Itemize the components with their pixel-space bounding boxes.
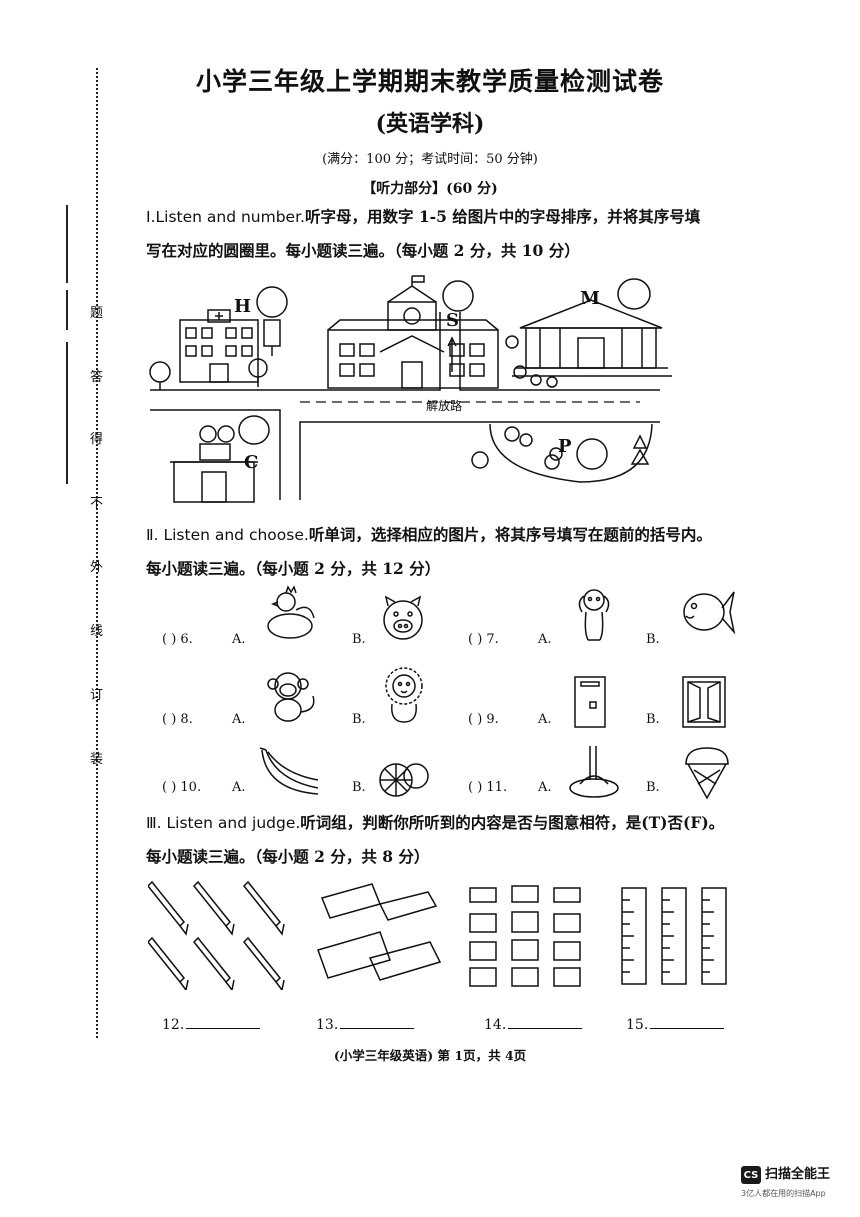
answer-blank[interactable]: 13. [316,1016,415,1033]
part2-text1: 听单词，选择相应的图片，将其序号填写在题前的括号内。 [308,525,712,544]
orange-icon [379,763,429,797]
binding-solid-line [66,205,68,283]
monkey-icon [267,672,315,722]
answer-circle[interactable] [576,438,608,470]
question-number: ( ) 7. [468,632,499,647]
door-icon [574,676,606,728]
arrow-up-icon [447,336,457,372]
map-letter: P [558,436,572,457]
part3-text2: 每小题读三遍。（每小题 2 分，共 8 分） [146,847,430,866]
pig-icon [383,595,423,640]
binding-solid-line [66,290,68,330]
town-map: H S M C P 解放路 [149,275,672,503]
fish-icon [683,591,736,635]
question-number: 15. [626,1017,649,1033]
pencil-boxes-icon [317,883,442,981]
option-a-label: A. [232,632,246,647]
binding-dotted-line [96,68,104,1038]
answer-circle[interactable] [442,280,474,312]
question-number: 14. [484,1017,507,1033]
question-number: ( ) 6. [162,632,193,647]
map-letter: H [234,296,251,317]
map-letter: M [580,288,600,309]
part2-instructions: Ⅱ. Listen and choose.听单词，选择相应的图片，将其序号填写在… [146,518,786,586]
option-b-label: B. [646,632,660,647]
exam-info: (满分：100 分；考试时间：50 分钟) [322,152,538,167]
answer-blank[interactable]: 14. [484,1016,583,1033]
binding-char: 外 [90,560,104,575]
map-letter: C [244,452,258,473]
option-b-label: B. [352,632,366,647]
scanner-watermark: CS 扫描全能王 3亿人都在用的扫描App [741,1166,831,1198]
option-b-label: B. [646,712,660,727]
binding-char: 不 [90,496,104,511]
question-number: 13. [316,1017,339,1033]
map-letter: S [446,310,459,331]
banana-icon [259,747,319,795]
road-name: 解放路 [426,398,462,413]
cs-logo-icon: CS [741,1166,761,1184]
noodles-icon [569,746,619,798]
part1-text1: 听字母，用数字 1-5 给图片中的字母排序，并将其序号填 [304,207,701,226]
binding-char: 题 [90,306,104,321]
hospital-icon [149,309,268,390]
option-b-label: B. [646,780,660,795]
answer-blank[interactable]: 15. [626,1016,725,1033]
part3-instructions: Ⅲ. Listen and judge.听词组，判断你所听到的内容是否与图意相符… [146,806,786,874]
option-b-label: B. [352,780,366,795]
question-number: ( ) 11. [468,780,508,795]
part1-label: Ⅰ.Listen and number. [146,208,305,226]
part2-text2: 每小题读三遍。（每小题 2 分，共 12 分） [146,559,441,578]
lion-icon [385,667,423,723]
rulers-icon [621,887,727,985]
question-number: ( ) 8. [162,712,193,727]
chicken-icon [267,585,315,639]
option-a-label: A. [232,712,246,727]
section-heading: 【听力部分】(60 分) [362,181,498,197]
window-icon [682,676,726,728]
answer-circle[interactable] [238,415,270,445]
page-footer: (小学三年级英语) 第 1页，共 4页 [333,1048,527,1063]
binding-solid-line [66,342,68,484]
answer-circle[interactable] [617,278,651,310]
option-a-label: A. [232,780,246,795]
answer-circle[interactable] [256,286,288,318]
binding-char: 订 [90,688,104,703]
page-title: 小学三年级上学期期末教学质量检测试卷 [195,67,664,96]
museum-icon [505,299,672,388]
option-a-label: A. [538,632,552,647]
part3-label: Ⅲ. Listen and judge. [146,814,301,832]
school-icon [327,275,499,389]
binding-char: 得 [90,432,104,447]
question-number: ( ) 10. [162,780,202,795]
binding-char: 装 [90,752,104,767]
watermark-tagline: 3亿人都在用的扫描App [741,1189,826,1198]
binding-char: 答 [90,370,104,385]
part2-label: Ⅱ. Listen and choose. [146,526,309,544]
option-a-label: A. [538,780,552,795]
watermark-name: 扫描全能王 [765,1167,831,1182]
bags-icon [469,885,581,987]
park-icon [471,423,653,483]
answer-blank[interactable]: 12. [162,1016,261,1033]
street-sign-icon [263,319,281,356]
part3-text1: 听词组，判断你所听到的内容是否与图意相符，是(T)否(F)。 [300,813,725,832]
part1-text2: 写在对应的圆圈里。每小题读三遍。（每小题 2 分，共 10 分） [146,241,580,260]
cinema-icon [170,425,258,503]
part1-instructions: Ⅰ.Listen and number.听字母，用数字 1-5 给图片中的字母排… [146,200,786,268]
option-b-label: B. [352,712,366,727]
binding-char: 线 [90,624,104,639]
page-subtitle: (英语学科) [375,111,485,137]
option-a-label: A. [538,712,552,727]
question-number: 12. [162,1017,185,1033]
question-number: ( ) 9. [468,712,499,727]
pens-icon [148,880,285,990]
dog-icon [578,589,610,641]
ice-cream-icon [685,747,729,800]
